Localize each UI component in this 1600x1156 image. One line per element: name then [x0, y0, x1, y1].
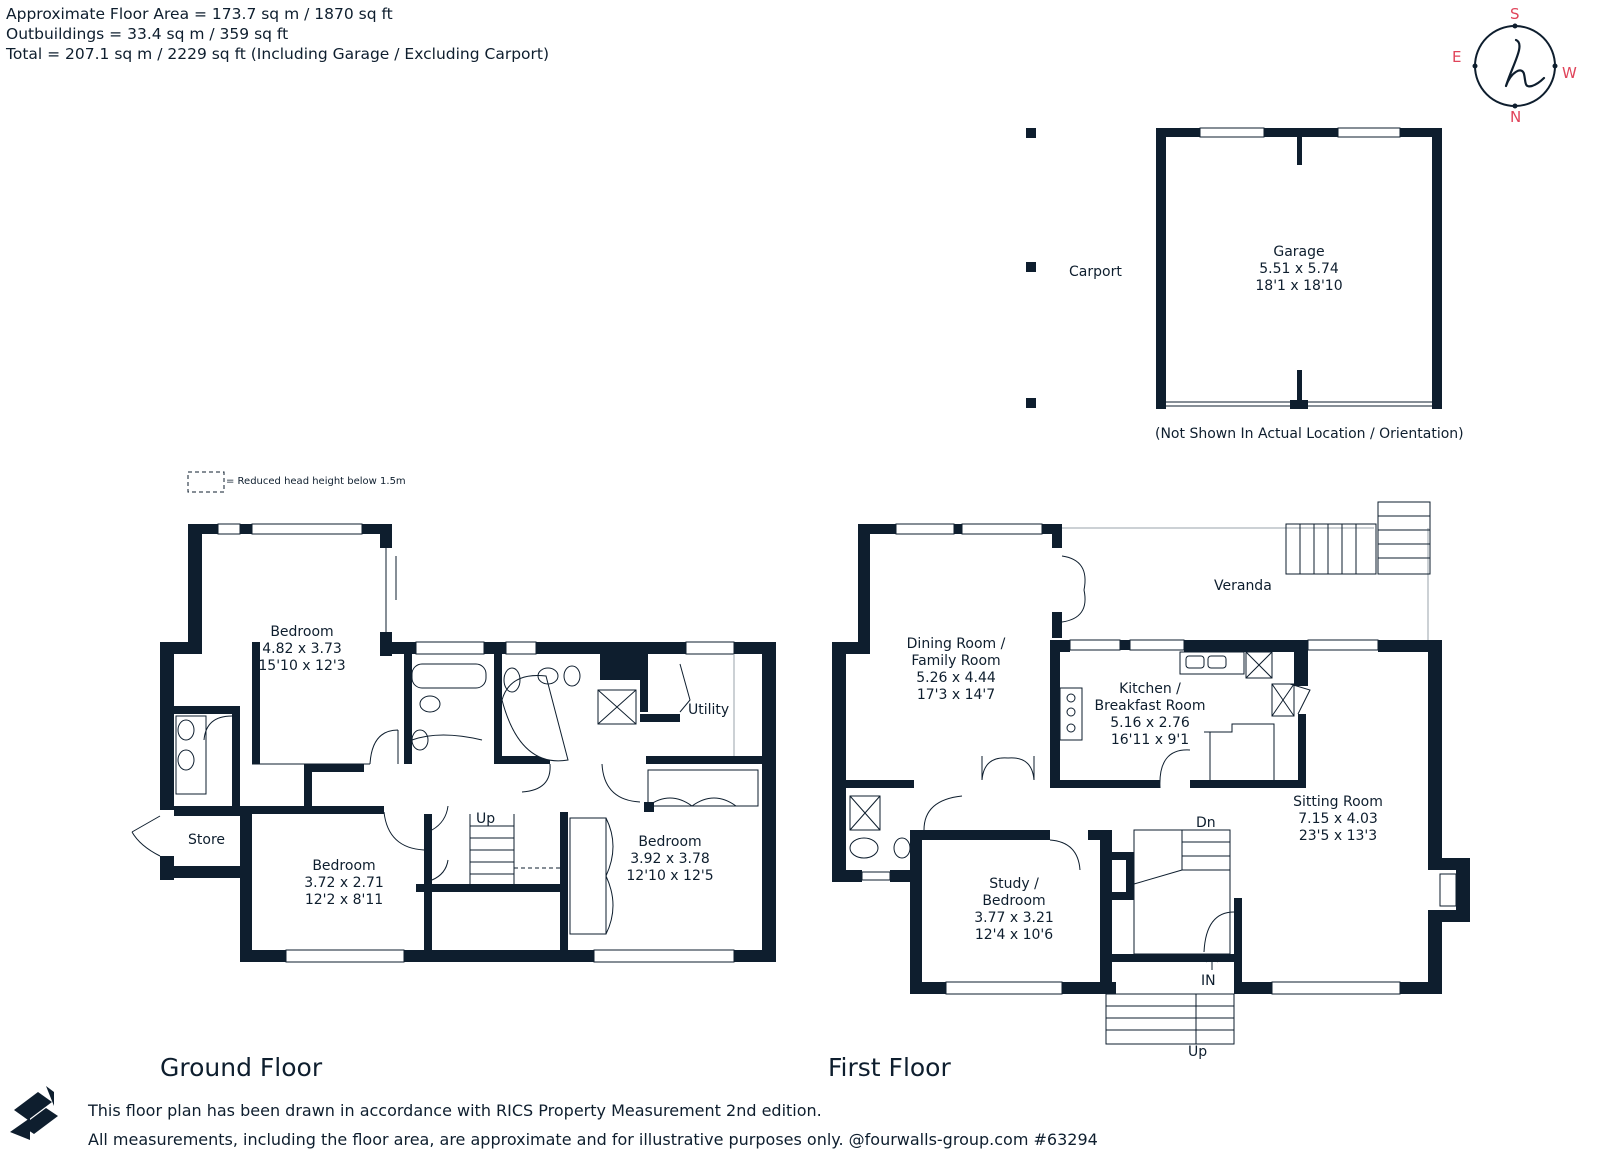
carport-label: Carport	[1069, 264, 1122, 280]
fourwalls-logo-icon	[10, 1086, 58, 1140]
ff-in-label: IN	[1201, 973, 1216, 989]
garage-name: Garage	[1273, 244, 1324, 260]
gf-bedroom-3-imperial: 12'10 x 12'5	[626, 868, 713, 884]
first-floor-plan: Veranda	[832, 501, 1470, 1060]
gf-bedroom-3-metric: 3.92 x 3.78	[630, 851, 710, 867]
dining-imperial: 17'3 x 14'7	[917, 687, 995, 703]
gf-bedroom-2-imperial: 12'2 x 8'11	[305, 892, 383, 908]
legend: = Reduced head height below 1.5m	[187, 471, 406, 493]
footer-line-1: This floor plan has been drawn in accord…	[87, 1101, 822, 1120]
gf-bedroom-1-name: Bedroom	[270, 624, 333, 640]
sitting-name: Sitting Room	[1293, 794, 1383, 810]
kitchen-imperial: 16'11 x 9'1	[1111, 732, 1189, 748]
ground-floor-plan: Store Up	[131, 523, 776, 963]
area-summary-line-2: Outbuildings = 33.4 sq m / 359 sq ft	[6, 25, 288, 43]
compass-east: E	[1452, 48, 1461, 66]
footer-line-2: All measurements, including the floor ar…	[88, 1130, 1098, 1149]
outbuildings: Carport Garage 5.51 x 5.74 18'1 x 18'10 …	[1026, 127, 1464, 442]
gf-bedroom-2-metric: 3.72 x 2.71	[304, 875, 384, 891]
study-metric: 3.77 x 3.21	[974, 910, 1054, 926]
compass-south: S	[1510, 5, 1520, 23]
compass-logo-icon: S E W N	[1452, 5, 1577, 126]
garage-imperial: 18'1 x 18'10	[1255, 278, 1342, 294]
study-imperial: 12'4 x 10'6	[975, 927, 1053, 943]
kitchen-name-2: Breakfast Room	[1095, 698, 1206, 714]
area-summary: Approximate Floor Area = 173.7 sq m / 18…	[5, 5, 549, 63]
entrance-arrow-icon	[1205, 955, 1219, 970]
gf-up-label: Up	[476, 811, 495, 827]
area-summary-line-3: Total = 207.1 sq m / 2229 sq ft (Includi…	[5, 45, 549, 63]
dining-name-2: Family Room	[911, 653, 1000, 669]
dining-name-1: Dining Room /	[907, 636, 1006, 652]
ground-floor-title: Ground Floor	[160, 1053, 323, 1082]
ff-up-label: Up	[1188, 1044, 1207, 1060]
legend-label: = Reduced head height below 1.5m	[226, 476, 406, 487]
compass-west: W	[1562, 64, 1577, 82]
kitchen-metric: 5.16 x 2.76	[1110, 715, 1190, 731]
kitchen-name-1: Kitchen /	[1119, 681, 1181, 697]
sitting-imperial: 23'5 x 13'3	[1299, 828, 1377, 844]
veranda-label: Veranda	[1214, 578, 1272, 594]
area-summary-line-1: Approximate Floor Area = 173.7 sq m / 18…	[6, 5, 393, 23]
compass-north: N	[1510, 108, 1521, 126]
outbuildings-note: (Not Shown In Actual Location / Orientat…	[1155, 426, 1464, 442]
garage: Garage 5.51 x 5.74 18'1 x 18'10	[1156, 127, 1442, 409]
first-floor-title: First Floor	[828, 1053, 951, 1082]
study-name-1: Study /	[989, 876, 1039, 892]
store-label: Store	[188, 832, 225, 848]
dining-metric: 5.26 x 4.44	[916, 670, 996, 686]
gf-bedroom-1-imperial: 15'10 x 12'3	[258, 658, 345, 674]
garage-metric: 5.51 x 5.74	[1259, 261, 1339, 277]
ff-dn-label: Dn	[1196, 815, 1216, 831]
utility-label: Utility	[688, 702, 729, 718]
gf-bedroom-3-name: Bedroom	[638, 834, 701, 850]
gf-bedroom-1-metric: 4.82 x 3.73	[262, 641, 342, 657]
sitting-metric: 7.15 x 4.03	[1298, 811, 1378, 827]
gf-bedroom-2-name: Bedroom	[312, 858, 375, 874]
study-name-2: Bedroom	[982, 893, 1045, 909]
